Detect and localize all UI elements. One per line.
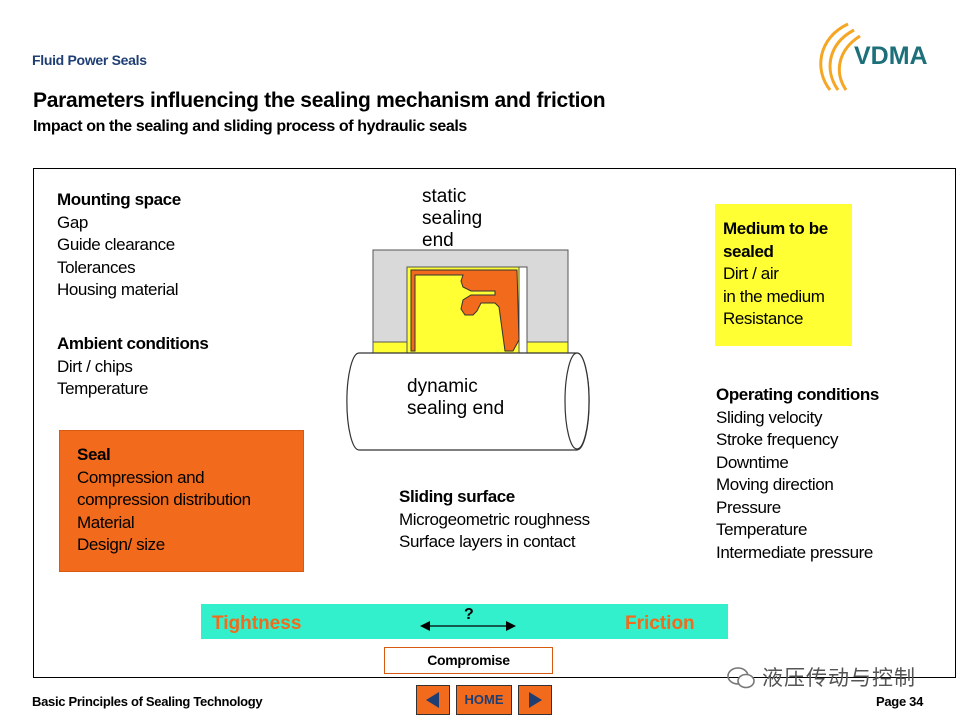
- dynamic-sealing-end-label: dynamic sealing end: [407, 376, 504, 420]
- label-line: end: [422, 230, 454, 251]
- page-number: Page 34: [876, 694, 924, 709]
- vdma-logo: VDMA: [808, 20, 938, 94]
- seal-heading: Seal: [77, 445, 111, 464]
- label-line: sealing end: [407, 398, 505, 419]
- label-line: dynamic: [407, 376, 478, 397]
- list-item: Tolerances: [57, 257, 136, 277]
- content-frame: [33, 168, 956, 678]
- tightness-friction-bar: [201, 604, 728, 639]
- compromise-box: Compromise: [384, 647, 553, 674]
- list-item: Resistance: [723, 309, 804, 328]
- right-arrow-icon: [529, 692, 542, 708]
- list-item: Moving direction: [716, 475, 834, 494]
- logo-text: VDMA: [854, 42, 928, 70]
- section-label: Fluid Power Seals: [32, 52, 147, 68]
- list-item: Microgeometric roughness: [399, 509, 590, 529]
- footer-title: Basic Principles of Sealing Technology: [32, 694, 263, 709]
- sliding-heading: Sliding surface: [399, 487, 515, 506]
- list-item: Material: [77, 512, 135, 532]
- tightness-label: Tightness: [212, 613, 302, 634]
- medium-box: Medium to be sealed Dirt / air in the me…: [715, 204, 852, 346]
- list-item: Sliding velocity: [716, 407, 823, 427]
- previous-button[interactable]: [416, 685, 450, 715]
- list-item: Temperature: [716, 520, 808, 539]
- home-button[interactable]: HOME: [456, 685, 512, 715]
- operating-conditions-block: Operating conditions Sliding velocity St…: [716, 384, 879, 564]
- page-title: Parameters influencing the sealing mecha…: [33, 89, 606, 112]
- list-item: Housing material: [57, 280, 179, 299]
- wechat-icon: [726, 665, 756, 691]
- operating-heading: Operating conditions: [716, 385, 879, 404]
- left-arrow-icon: [426, 692, 439, 708]
- medium-heading-line: Medium to be: [723, 219, 828, 238]
- list-item: Temperature: [57, 379, 149, 398]
- list-item: Gap: [57, 212, 88, 232]
- medium-heading-line: sealed: [723, 241, 774, 261]
- label-line: static: [422, 186, 467, 207]
- list-item: Intermediate pressure: [716, 542, 873, 562]
- list-item: Dirt / chips: [57, 356, 133, 376]
- ambient-heading: Ambient conditions: [57, 334, 209, 353]
- page-subtitle: Impact on the sealing and sliding proces…: [33, 118, 467, 135]
- list-item: in the medium: [723, 286, 825, 306]
- double-arrow-icon: [420, 618, 516, 634]
- mounting-heading: Mounting space: [57, 190, 181, 209]
- ambient-conditions-block: Ambient conditions Dirt / chips Temperat…: [57, 333, 209, 401]
- friction-label: Friction: [625, 613, 695, 634]
- sliding-surface-block: Sliding surface Microgeometric roughness…: [399, 486, 590, 554]
- watermark-text: 液压传动与控制: [762, 667, 916, 690]
- seal-cross-section-diagram: [345, 245, 590, 455]
- list-item: Guide clearance: [57, 235, 175, 254]
- question-mark: ?: [464, 606, 474, 623]
- list-item: Compression and: [77, 467, 205, 487]
- list-item: Design/ size: [77, 535, 165, 554]
- next-button[interactable]: [518, 685, 552, 715]
- list-item: Dirt / air: [723, 264, 779, 283]
- list-item: Downtime: [716, 452, 789, 472]
- list-item: Pressure: [716, 497, 781, 517]
- list-item: compression distribution: [77, 490, 251, 509]
- list-item: Surface layers in contact: [399, 532, 576, 551]
- list-item: Stroke frequency: [716, 430, 839, 449]
- seal-box: Seal Compression and compression distrib…: [59, 430, 304, 572]
- static-sealing-end-label: static sealing end: [422, 186, 482, 252]
- mounting-space-block: Mounting space Gap Guide clearance Toler…: [57, 189, 181, 302]
- label-line: sealing: [422, 208, 483, 229]
